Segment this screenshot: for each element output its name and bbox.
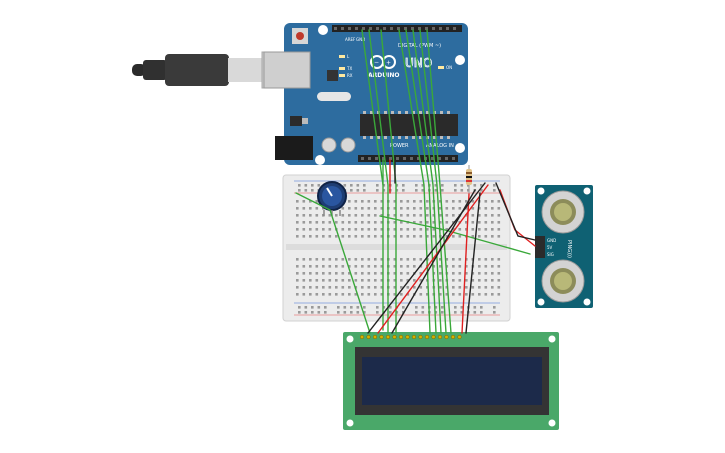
sensor-pin-sig: SIG <box>547 252 554 257</box>
wire <box>380 29 397 334</box>
wire <box>295 192 371 334</box>
usb-port <box>263 51 311 89</box>
transducer-bottom <box>541 259 585 303</box>
wire <box>465 192 481 334</box>
digital-header-label: DIGITAL (PWM ~) <box>398 43 441 49</box>
atmega-chip <box>360 114 458 136</box>
wires <box>295 29 536 334</box>
arduino-logo-icon: − + <box>370 55 396 69</box>
crystal <box>317 92 351 101</box>
usb-chip <box>327 70 338 81</box>
lcd-pin-header <box>359 334 462 340</box>
wire <box>405 29 437 334</box>
arduino-uno-board[interactable]: AREF GND DIGITAL (PWM ~) − + UNO ARDUINO… <box>263 23 468 165</box>
rx-led <box>339 74 345 77</box>
wire <box>461 193 470 334</box>
lcd-module[interactable] <box>343 332 559 430</box>
brand-label: ARDUINO <box>368 72 399 79</box>
rx-label: RX <box>347 73 353 78</box>
power-analog-header <box>358 155 458 162</box>
lcd-screen <box>362 357 542 405</box>
model-label: UNO <box>405 56 432 70</box>
on-label: ON <box>446 65 452 70</box>
svg-text:+: + <box>386 60 391 67</box>
power-label: POWER <box>390 143 409 149</box>
wire <box>412 29 442 334</box>
wire <box>367 182 486 334</box>
wire <box>391 189 476 334</box>
potentiometer[interactable] <box>317 181 347 216</box>
sensor-pin-5v: 5V <box>547 245 553 250</box>
gnd-label: GND <box>356 37 365 42</box>
tx-label: TX <box>346 66 352 71</box>
sensor-name-label: PING))) <box>566 240 572 258</box>
wire <box>368 29 389 334</box>
aref-label: AREF <box>345 37 356 42</box>
tx-led <box>339 67 345 70</box>
resistor <box>466 165 472 194</box>
wire <box>379 215 531 255</box>
wire <box>377 184 489 334</box>
wire <box>495 182 536 241</box>
dc-power-jack <box>275 136 313 160</box>
wire <box>398 29 431 334</box>
on-led <box>438 66 444 69</box>
l-label: L <box>347 54 350 59</box>
sensor-pin-gnd: GND <box>547 238 556 243</box>
wire <box>419 29 447 334</box>
svg-text:−: − <box>374 59 379 66</box>
sensor-pin-header <box>535 236 545 258</box>
ultrasonic-sensor[interactable]: GND 5V SIG PING))) <box>535 185 593 308</box>
analog-label: ANALOG IN <box>426 143 454 149</box>
wire <box>426 29 452 334</box>
transducer-top <box>541 190 585 234</box>
l-led <box>339 55 345 58</box>
